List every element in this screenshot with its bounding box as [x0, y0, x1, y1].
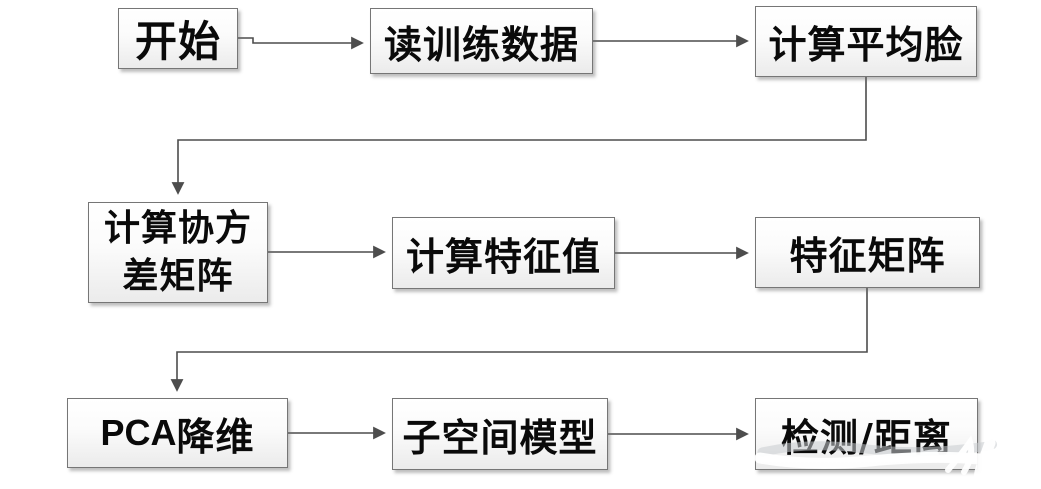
node-start: 开始 — [118, 8, 238, 69]
node-eigen-matrix: 特征矩阵 — [755, 217, 980, 288]
connector-eigen-matrix-to-pca-reduce — [170, 288, 868, 392]
node-pca-reduce-label-en: PCA — [100, 412, 177, 453]
node-read-training-data-label: 读训练数据 — [383, 21, 579, 67]
node-compute-mean-face: 计算平均脸 — [755, 6, 977, 77]
node-compute-covariance-matrix-label: 计算协方 差矩阵 — [103, 206, 252, 297]
node-compute-mean-face-label: 计算平均脸 — [768, 22, 964, 67]
node-read-training-data: 读训练数据 — [370, 8, 593, 74]
node-compute-eigenvalues: 计算特征值 — [392, 217, 615, 289]
node-pca-reduce-label-zh: 降维 — [176, 413, 255, 459]
node-subspace-model: 子空间模型 — [392, 398, 608, 470]
node-eigen-matrix-label: 特征矩阵 — [789, 233, 946, 278]
node-compute-covariance-matrix: 计算协方 差矩阵 — [88, 202, 268, 303]
node-compute-eigenvalues-label: 计算特征值 — [405, 233, 601, 279]
node-start-label: 开始 — [134, 17, 221, 66]
node-detection-distance-label: 检测/距离 — [781, 414, 952, 460]
connector-start-to-read-training-data — [238, 36, 364, 50]
connector-compute-mean-face-to-covariance-matrix — [171, 77, 867, 195]
node-detection-distance: 检测/距离 — [755, 398, 978, 470]
node-subspace-model-label: 子空间模型 — [402, 414, 598, 460]
